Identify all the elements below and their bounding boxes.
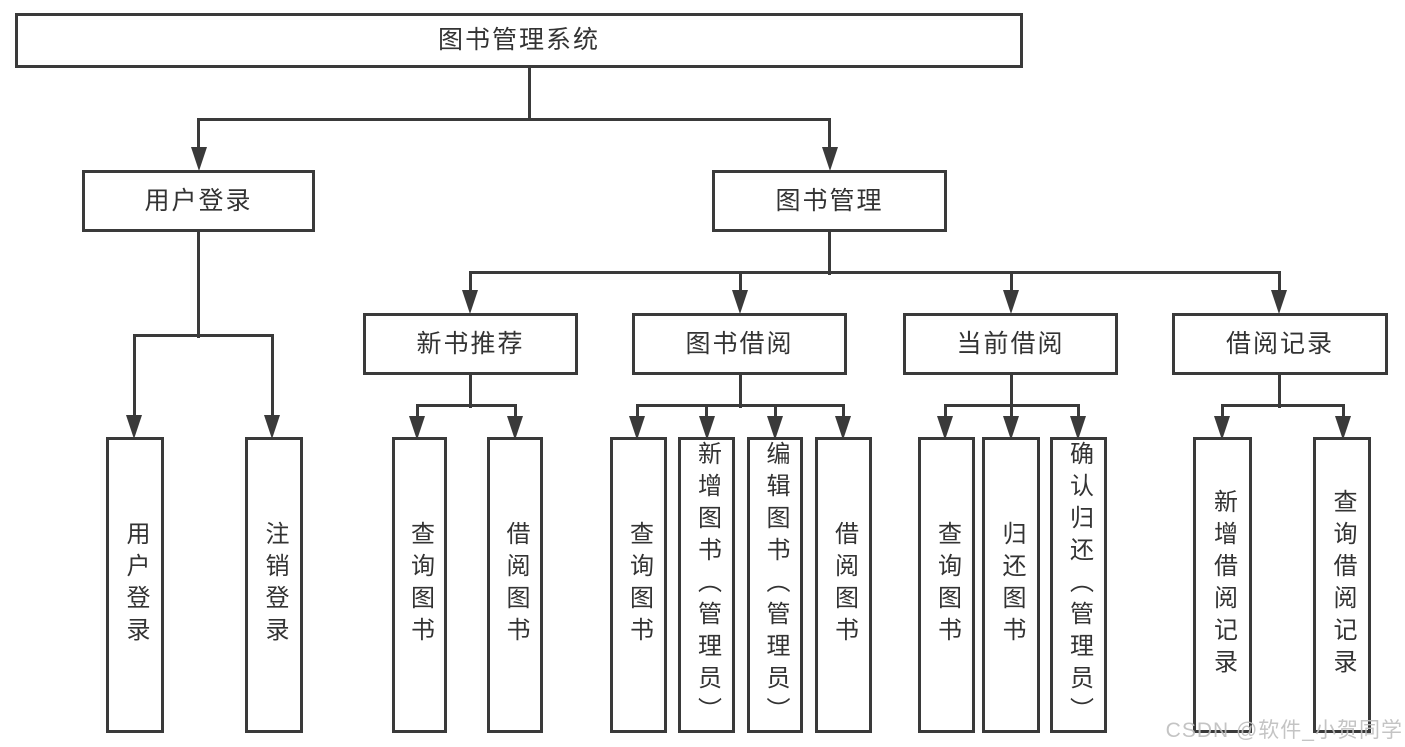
connector-line xyxy=(705,405,708,419)
arrow-down-icon xyxy=(1003,290,1019,314)
connector-line xyxy=(773,405,777,419)
leaf-logout: 注销登录 xyxy=(245,437,303,733)
arrow-down-icon xyxy=(821,147,838,171)
connector-line xyxy=(415,403,517,407)
arrow-down-icon xyxy=(1003,416,1019,440)
node-library-management-system: 图书管理系统 xyxy=(15,13,1023,68)
connector-line xyxy=(1277,272,1281,292)
connector-line xyxy=(943,405,947,419)
leaf-query-borrow-record: 查询借阅记录 xyxy=(1313,437,1371,733)
leaf-add-books-admin: 新增图书（管理员） xyxy=(678,437,735,733)
connector-line xyxy=(270,335,274,417)
connector-line xyxy=(828,232,831,275)
leaf-query-books-current: 查询图书 xyxy=(918,437,975,733)
arrow-down-icon xyxy=(190,147,207,171)
leaf-query-books-recommend: 查询图书 xyxy=(392,437,447,733)
arrow-down-icon xyxy=(698,416,715,440)
connector-line xyxy=(468,270,1281,274)
connector-line xyxy=(1220,405,1224,419)
connector-line xyxy=(738,375,742,408)
arrow-down-icon xyxy=(835,416,851,440)
node-current-borrow: 当前借阅 xyxy=(903,313,1118,375)
connector-line xyxy=(1277,375,1281,408)
connector-line xyxy=(943,403,1080,407)
connector-line xyxy=(468,272,472,292)
leaf-confirm-return-admin: 确认归还（管理员） xyxy=(1050,437,1107,733)
connector-line xyxy=(828,119,831,151)
arrow-down-icon xyxy=(507,416,523,440)
leaf-add-borrow-record: 新增借阅记录 xyxy=(1193,437,1252,733)
node-user-login: 用户登录 xyxy=(82,170,315,232)
connector-line xyxy=(527,68,531,121)
connector-line xyxy=(1076,405,1080,419)
connector-line xyxy=(513,405,517,419)
connector-line xyxy=(635,405,639,419)
connector-line xyxy=(415,405,419,419)
connector-line xyxy=(1009,405,1013,419)
arrow-down-icon xyxy=(629,416,645,440)
node-new-book-recommend: 新书推荐 xyxy=(363,313,578,375)
connector-line xyxy=(841,405,845,419)
arrow-down-icon xyxy=(1214,416,1230,440)
leaf-borrow-books-recommend: 借阅图书 xyxy=(487,437,543,733)
connector-line xyxy=(635,403,845,407)
arrow-down-icon xyxy=(732,290,748,314)
connector-line xyxy=(1220,403,1345,407)
connector-line xyxy=(1009,375,1013,408)
arrow-down-icon xyxy=(1271,290,1287,314)
node-borrow-records: 借阅记录 xyxy=(1172,313,1388,375)
leaf-query-books-borrow: 查询图书 xyxy=(610,437,667,733)
arrow-down-icon xyxy=(409,416,425,440)
leaf-borrow-books: 借阅图书 xyxy=(815,437,872,733)
connector-line xyxy=(197,119,200,151)
leaf-return-books: 归还图书 xyxy=(982,437,1040,733)
leaf-user-login: 用户登录 xyxy=(106,437,164,733)
leaf-edit-books-admin: 编辑图书（管理员） xyxy=(747,437,803,733)
node-book-management: 图书管理 xyxy=(712,170,947,232)
arrow-down-icon xyxy=(767,416,783,440)
csdn-watermark: CSDN @软件_小贺同学 xyxy=(1165,719,1403,742)
connector-line xyxy=(197,117,831,121)
connector-line xyxy=(1341,405,1345,419)
connector-line xyxy=(468,375,472,408)
arrow-down-icon xyxy=(937,416,953,440)
arrow-down-icon xyxy=(126,415,142,439)
connector-line xyxy=(132,335,136,417)
connector-line xyxy=(738,272,742,292)
connector-line xyxy=(1009,272,1013,292)
arrow-down-icon xyxy=(462,290,478,314)
arrow-down-icon xyxy=(1070,416,1086,440)
connector-line xyxy=(197,232,200,338)
connector-line xyxy=(132,333,274,337)
node-book-borrow: 图书借阅 xyxy=(632,313,847,375)
arrow-down-icon xyxy=(1335,416,1351,440)
arrow-down-icon xyxy=(264,415,280,439)
